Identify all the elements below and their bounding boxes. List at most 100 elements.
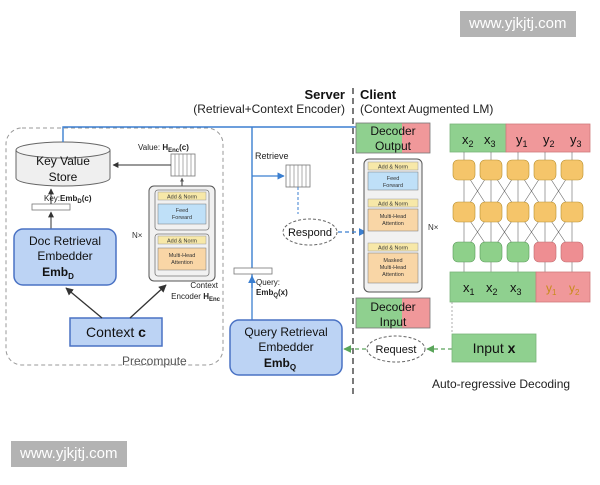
retrieve-label: Retrieve bbox=[255, 151, 289, 161]
svg-text:Add & Norm: Add & Norm bbox=[378, 165, 408, 171]
svg-text:Context c: Context c bbox=[86, 324, 146, 340]
context-label: Context bbox=[86, 324, 134, 340]
query-label: Query: bbox=[256, 278, 280, 287]
client-subtitle: (Context Augmented LM) bbox=[360, 102, 493, 116]
decoder-output-box: Decoder Output bbox=[355, 122, 431, 154]
node-r3-c3 bbox=[506, 241, 530, 263]
doc-embedder-line1: Doc Retrieval bbox=[29, 234, 101, 248]
precompute-region bbox=[5, 127, 224, 366]
input-token-x2: x2 bbox=[486, 280, 498, 297]
node-r1-c4 bbox=[533, 159, 557, 181]
node-r3-c5 bbox=[560, 241, 584, 263]
svg-text:Forward: Forward bbox=[383, 183, 403, 189]
encoder-label-line2: Encoder HEnc bbox=[171, 292, 220, 303]
svg-text:Feed: Feed bbox=[176, 208, 189, 214]
decoder-input-line1: Decoder bbox=[370, 300, 415, 314]
query-vector bbox=[233, 267, 273, 275]
decoder-stack: N× Add & Norm Feed Forward Add & Norm Mu… bbox=[363, 158, 439, 293]
key-label: Key:EmbD(c) bbox=[44, 194, 92, 205]
node-r1-c5 bbox=[560, 159, 584, 181]
encoder-multi-head-attention bbox=[157, 247, 207, 271]
node-r1-c3 bbox=[506, 159, 530, 181]
output-token-y1: y1 bbox=[516, 132, 528, 149]
decoder-output-line1: Decoder bbox=[370, 124, 415, 138]
query-emb: EmbQ(x) bbox=[256, 288, 288, 299]
svg-text:Multi-Head: Multi-Head bbox=[380, 265, 407, 271]
client-title: Client bbox=[360, 87, 397, 102]
kv-store-line2: Store bbox=[49, 170, 78, 184]
query-embedder-name: EmbQ bbox=[264, 356, 296, 372]
node-r1-c1 bbox=[452, 159, 476, 181]
decoder-add-norm-2 bbox=[367, 198, 419, 208]
input-var: x bbox=[508, 340, 516, 356]
context-var: c bbox=[138, 324, 146, 340]
node-grid bbox=[452, 159, 584, 263]
context-box: Context c bbox=[69, 317, 163, 347]
svg-text:Attention: Attention bbox=[382, 221, 404, 227]
doc-embedder-line2: Embedder bbox=[37, 249, 92, 263]
decoder-feed-forward bbox=[367, 171, 419, 191]
svg-text:Attention: Attention bbox=[382, 272, 404, 278]
node-r1-c2 bbox=[479, 159, 503, 181]
respond-cloud: Respond bbox=[282, 218, 338, 246]
query-retrieval-embedder: Query Retrieval Embedder EmbQ bbox=[229, 319, 343, 376]
decoder-add-norm-1 bbox=[367, 161, 419, 171]
output-token-y3: y3 bbox=[570, 132, 582, 149]
decoder-input-box: Decoder Input bbox=[355, 297, 431, 329]
output-token-x3: x3 bbox=[484, 132, 496, 149]
svg-text:Attention: Attention bbox=[171, 260, 193, 266]
input-label: Input bbox=[473, 340, 504, 356]
output-token-x2: x2 bbox=[462, 132, 474, 149]
encoder-add-norm-top bbox=[157, 191, 207, 201]
request-cloud: Request bbox=[366, 335, 426, 363]
svg-text:Masked: Masked bbox=[383, 258, 402, 264]
server-subtitle: (Retrieval+Context Encoder) bbox=[193, 102, 345, 116]
server-title: Server bbox=[305, 87, 345, 102]
encoder-add-norm-bottom bbox=[157, 235, 207, 245]
query-embedder-line1: Query Retrieval bbox=[244, 325, 327, 339]
respond-label: Respond bbox=[288, 227, 332, 239]
node-r2-c1 bbox=[452, 201, 476, 223]
request-label: Request bbox=[376, 344, 417, 356]
input-token-x1: x1 bbox=[463, 280, 475, 297]
encoder-feed-forward bbox=[157, 203, 207, 225]
context-to-doc-embedder-arrow bbox=[65, 287, 103, 319]
input-token-y2: y2 bbox=[569, 281, 580, 297]
decoder-output-line2: Output bbox=[375, 139, 412, 153]
encoder-nx: N× bbox=[132, 231, 143, 240]
node-r3-c2 bbox=[479, 241, 503, 263]
input-sequence: x1 x2 x3 y1 y2 bbox=[449, 271, 591, 303]
svg-text:Multi-Head: Multi-Head bbox=[380, 214, 407, 220]
svg-text:Add & Norm: Add & Norm bbox=[167, 239, 197, 245]
node-r2-c5 bbox=[560, 201, 584, 223]
input-x-box: Input x bbox=[451, 333, 537, 363]
node-r2-c4 bbox=[533, 201, 557, 223]
decoder-input-line2: Input bbox=[380, 315, 407, 329]
node-r3-c1 bbox=[452, 241, 476, 263]
decoder-masked-attention bbox=[367, 252, 419, 284]
node-r3-c4 bbox=[533, 241, 557, 263]
key-vector bbox=[31, 203, 71, 211]
svg-text:Add & Norm: Add & Norm bbox=[378, 246, 408, 252]
node-r2-c2 bbox=[479, 201, 503, 223]
decoder-add-norm-3 bbox=[367, 242, 419, 252]
output-token-y2: y2 bbox=[543, 132, 555, 149]
svg-text:Add & Norm: Add & Norm bbox=[378, 202, 408, 208]
context-encoder: N× Add & Norm Feed Forward Add & Norm Mu… bbox=[132, 185, 216, 282]
watermark-bottom: www.yjkjtj.com bbox=[11, 441, 127, 467]
store-to-decoder-line bbox=[62, 126, 354, 142]
doc-embedder-name: EmbD bbox=[42, 265, 74, 281]
output-sequence: x2 x3 y1 y2 y3 bbox=[449, 123, 591, 153]
retrieved-vector bbox=[285, 164, 311, 188]
precompute-label: Precompute bbox=[122, 354, 187, 368]
key-value-store: Key Value Store bbox=[15, 141, 111, 187]
watermark-top: www.yjkjtj.com bbox=[460, 11, 576, 37]
doc-retrieval-embedder: Doc Retrieval Embedder EmbD bbox=[13, 228, 117, 286]
svg-text:Feed: Feed bbox=[387, 176, 400, 182]
svg-text:Forward: Forward bbox=[172, 215, 192, 221]
input-token-y1: y1 bbox=[546, 281, 557, 297]
svg-text:Multi-Head: Multi-Head bbox=[169, 253, 196, 259]
kv-store-line1: Key Value bbox=[36, 154, 90, 168]
